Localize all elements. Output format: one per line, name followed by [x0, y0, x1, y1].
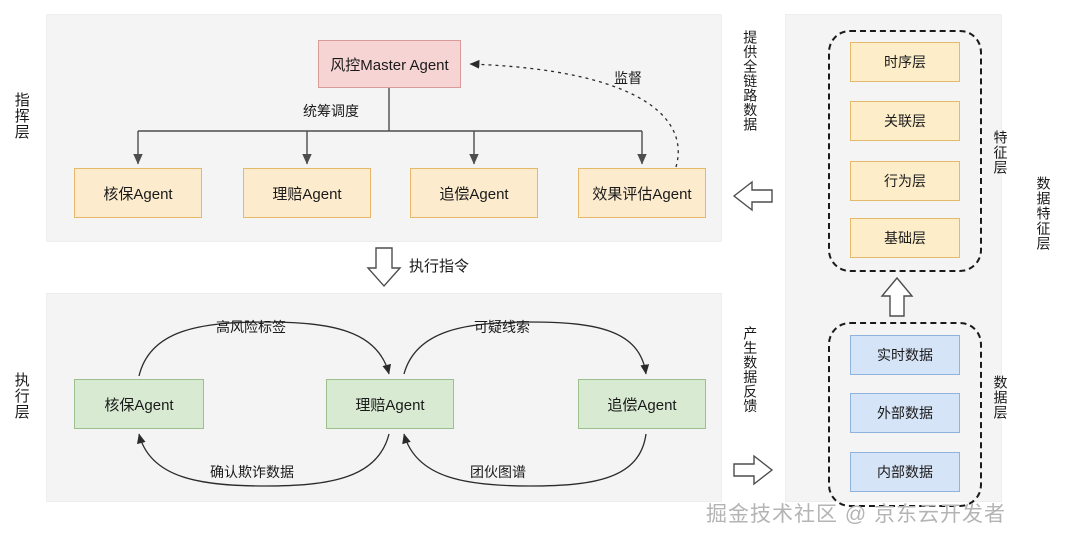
feature-item-behavior[interactable]: 行为层 [850, 161, 960, 201]
side-label-execution-layer: 执行层 [12, 372, 30, 420]
edge-label-gang-graph: 团伙图谱 [470, 464, 526, 480]
flow-provide-full-link-data: 提供全链路数据 [742, 30, 758, 132]
data-layer-group [828, 322, 982, 507]
flow-provide-label: 提供全链路数据 [742, 30, 759, 132]
flow-feedback-label: 产生数据反馈 [742, 326, 759, 413]
feature-item-timeseries[interactable]: 时序层 [850, 42, 960, 82]
command-agent-evaluation[interactable]: 效果评估Agent [578, 168, 706, 218]
flow-label-execute-command: 执行指令 [409, 258, 470, 275]
edge-label-high-risk-tag: 高风险标签 [216, 319, 286, 335]
side-label-data-feature-layer: 数据特征层 [1035, 176, 1052, 251]
watermark-text: 掘金技术社区 @ 京东云开发者 [706, 503, 1006, 526]
master-agent-box[interactable]: 风控Master Agent [318, 40, 461, 88]
data-item-internal[interactable]: 内部数据 [850, 452, 960, 492]
command-agent-underwriting[interactable]: 核保Agent [74, 168, 202, 218]
side-label-data-layer: 数据层 [992, 375, 1009, 420]
command-agent-recovery[interactable]: 追偿Agent [410, 168, 538, 218]
feature-item-basic[interactable]: 基础层 [850, 218, 960, 258]
flow-generate-data-feedback: 产生数据反馈 [742, 326, 758, 413]
feature-layer-group [828, 30, 982, 272]
exec-agent-underwriting[interactable]: 核保Agent [74, 379, 204, 429]
command-agent-claims[interactable]: 理赔Agent [243, 168, 371, 218]
side-label-command-layer: 指挥层 [12, 92, 30, 140]
edge-label-suspicious-clue: 可疑线索 [474, 319, 530, 335]
feature-item-relation[interactable]: 关联层 [850, 101, 960, 141]
data-item-realtime[interactable]: 实时数据 [850, 335, 960, 375]
edge-label-supervise: 监督 [614, 70, 642, 86]
edge-label-confirmed-fraud-data: 确认欺诈数据 [210, 464, 294, 480]
exec-agent-recovery[interactable]: 追偿Agent [578, 379, 706, 429]
exec-agent-claims[interactable]: 理赔Agent [326, 379, 454, 429]
side-label-feature-layer: 特征层 [992, 130, 1009, 175]
edge-label-dispatch: 统筹调度 [303, 103, 359, 119]
data-item-external[interactable]: 外部数据 [850, 393, 960, 433]
